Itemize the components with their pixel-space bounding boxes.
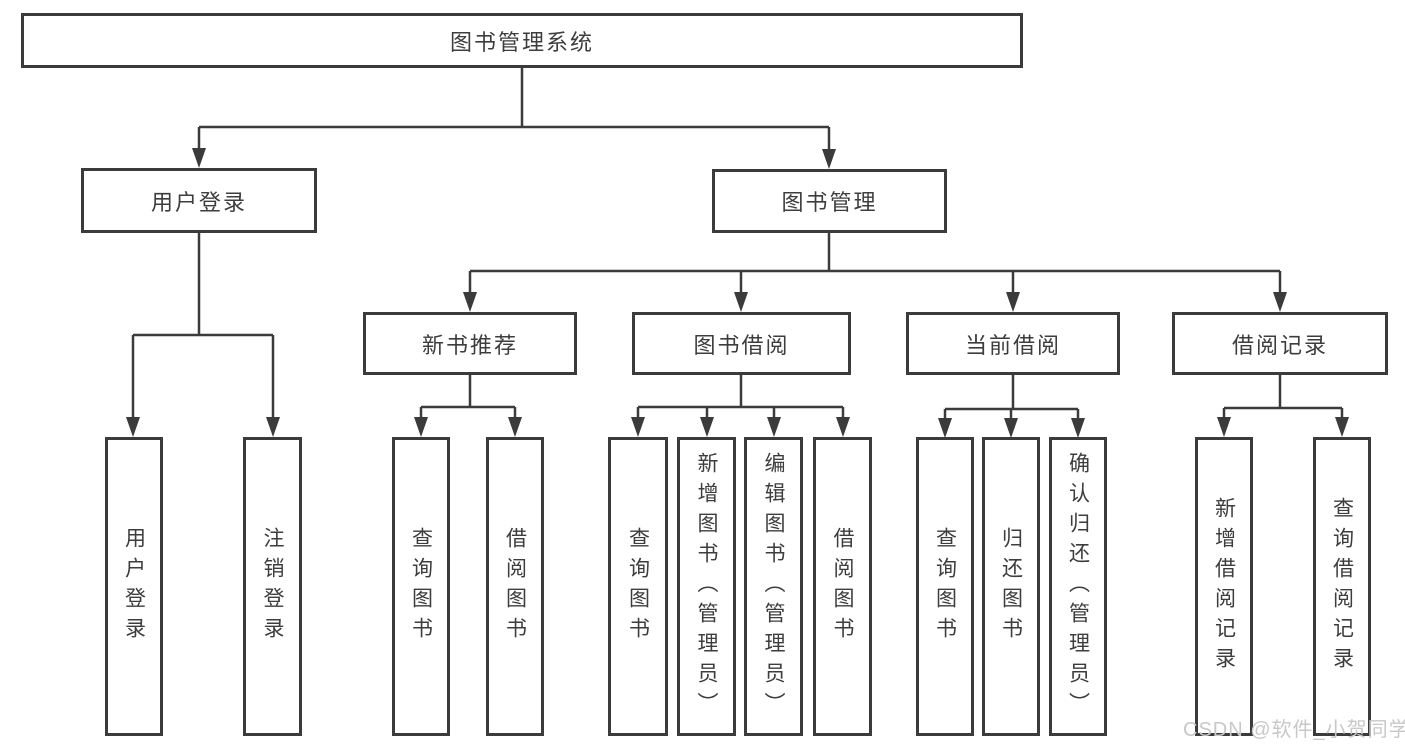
arrowhead: [266, 417, 280, 437]
leaf-logout: 注销登录: [243, 437, 302, 736]
node-label: 图书管理系统: [449, 29, 594, 55]
node-label: 新增借阅记录: [1212, 496, 1236, 677]
node-library-system: 图书管理系统: [21, 13, 1023, 68]
leaf-borrow-books: 借阅图书: [813, 437, 872, 736]
arrowhead: [767, 417, 781, 437]
leaf-query-borrow-record: 查询借阅记录: [1313, 437, 1371, 736]
node-label: 查询图书: [626, 526, 650, 647]
arrowhead: [734, 292, 748, 312]
node-label: 用户登录: [122, 526, 146, 647]
arrowhead: [508, 417, 522, 437]
node-label: 编辑图书（管理员）: [762, 451, 785, 722]
leaf-user-login: 用户登录: [105, 437, 163, 736]
leaf-confirm-return-admin: 确认归还（管理员）: [1049, 437, 1107, 736]
arrowhead: [192, 148, 206, 168]
arrowhead: [1004, 418, 1018, 438]
node-label: 借阅图书: [831, 526, 854, 647]
arrowhead: [822, 149, 836, 169]
arrowhead: [631, 417, 645, 437]
connector-borrow-record-children: [1217, 375, 1349, 437]
arrowhead: [836, 417, 850, 437]
node-current-borrow: 当前借阅: [906, 312, 1120, 375]
arrowhead: [1217, 417, 1231, 437]
connector-new-book-rec-children: [414, 375, 522, 437]
node-label: 归还图书: [999, 526, 1023, 647]
arrowhead: [463, 292, 477, 312]
leaf-query-books-recommend: 查询图书: [392, 437, 450, 736]
leaf-query-books-current: 查询图书: [916, 437, 974, 736]
node-label: 查询图书: [409, 526, 433, 647]
leaf-query-books-borrow: 查询图书: [608, 437, 668, 736]
arrowhead: [1273, 292, 1287, 312]
node-book-management: 图书管理: [712, 169, 947, 233]
node-book-borrow: 图书借阅: [632, 312, 851, 375]
leaf-add-books-admin: 新增图书（管理员）: [677, 437, 736, 736]
node-user-login: 用户登录: [81, 168, 317, 233]
connector-user-login-children: [126, 233, 280, 437]
arrowhead: [1006, 292, 1020, 312]
node-label: 查询借阅记录: [1330, 496, 1354, 677]
arrowhead: [700, 417, 714, 437]
node-label: 新增图书（管理员）: [695, 451, 718, 722]
node-label: 借阅图书: [503, 526, 527, 647]
arrowhead: [1335, 417, 1349, 437]
arrowhead: [126, 417, 140, 437]
connector-root-to-level2: [192, 68, 836, 169]
leaf-borrow-books-recommend: 借阅图书: [486, 437, 544, 736]
node-new-book-recommend: 新书推荐: [363, 312, 577, 375]
node-label: 借阅记录: [1231, 332, 1328, 358]
node-label: 当前借阅: [964, 332, 1061, 358]
node-label: 确认归还（管理员）: [1066, 451, 1090, 722]
arrowhead: [1071, 418, 1085, 438]
arrowhead: [414, 417, 428, 437]
csdn-watermark: CSDN @软件_小贺同学: [1183, 719, 1405, 741]
node-label: 新书推荐: [421, 332, 518, 358]
leaf-edit-books-admin: 编辑图书（管理员）: [744, 437, 803, 736]
node-label: 图书借阅: [693, 332, 790, 358]
node-label: 注销登录: [261, 526, 284, 647]
node-label: 查询图书: [933, 526, 957, 647]
connector-book-mgmt-children: [463, 233, 1287, 312]
leaf-return-books: 归还图书: [982, 437, 1040, 736]
arrowhead: [938, 418, 952, 438]
leaf-add-borrow-record: 新增借阅记录: [1195, 437, 1253, 736]
node-borrow-records: 借阅记录: [1172, 312, 1388, 375]
node-label: 用户登录: [150, 189, 247, 215]
node-label: 图书管理: [781, 190, 878, 215]
connector-current-borrow-children: [938, 375, 1085, 438]
connector-book-borrow-children: [631, 375, 850, 437]
